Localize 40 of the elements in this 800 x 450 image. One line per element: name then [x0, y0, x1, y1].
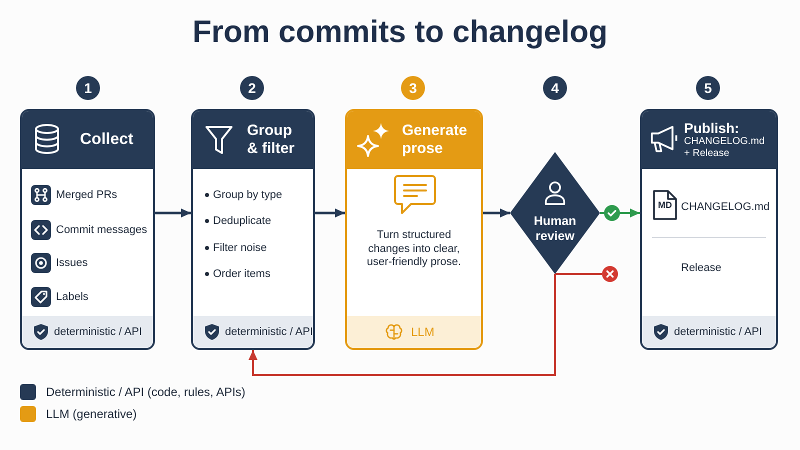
- arrow: [248, 273, 603, 376]
- card-title: Group & filter: [247, 122, 296, 158]
- step-card: [20, 109, 155, 350]
- card-title: Publish:: [684, 120, 740, 136]
- legend-label: Deterministic / API (code, rules, APIs): [46, 384, 246, 400]
- step-number: 5: [696, 76, 720, 100]
- list-item: Labels: [56, 290, 88, 304]
- bullet-item: Filter noise: [204, 241, 267, 255]
- bullet-item: Order items: [204, 267, 270, 281]
- footer-label: deterministic / API: [54, 325, 142, 339]
- footer-label: deterministic / API: [674, 325, 762, 339]
- list-item: Release: [681, 261, 722, 275]
- arrow: [483, 208, 510, 218]
- arrow: [315, 208, 345, 218]
- footer-label: deterministic / API: [225, 325, 313, 339]
- bullet-item: Group by type: [204, 188, 282, 202]
- card-subtitle: CHANGELOG.md + Release: [684, 136, 766, 160]
- description-text: Turn structured changes into clear, user-friendly prose.: [366, 229, 462, 270]
- step-card: [191, 109, 315, 350]
- diamond-label: Human review: [532, 214, 578, 244]
- list-item: Merged PRs: [56, 188, 118, 202]
- diagram-title: From commits to changelog: [192, 14, 608, 49]
- arrow: [600, 208, 640, 218]
- step-number: 3: [401, 76, 425, 100]
- decision-diamond: [510, 152, 600, 274]
- bullet-item: Deduplicate: [204, 214, 272, 228]
- card-title: Generate prose: [402, 122, 468, 158]
- card-title: Collect: [80, 130, 134, 150]
- step-card: [640, 109, 778, 350]
- step-number: 4: [543, 76, 567, 100]
- footer-label: LLM: [411, 325, 434, 339]
- step-card: [345, 109, 483, 350]
- list-item: CHANGELOG.md: [681, 200, 770, 214]
- arrow: [155, 208, 191, 218]
- legend-label: LLM (generative): [46, 406, 137, 422]
- list-item: Commit messages: [56, 223, 148, 237]
- step-number: 1: [76, 76, 100, 100]
- list-item: Issues: [56, 256, 88, 270]
- file-type-label: MD: [657, 200, 673, 211]
- step-number: 2: [240, 76, 264, 100]
